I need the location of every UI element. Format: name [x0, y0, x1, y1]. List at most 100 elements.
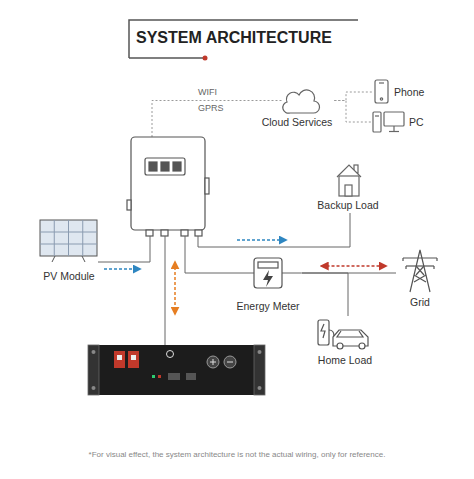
- device-label: Backup Load: [317, 199, 378, 211]
- battery: [131, 355, 136, 360]
- device-node: Home Load: [316, 316, 374, 366]
- flow-arrow: [322, 265, 386, 267]
- connector-line: [302, 273, 348, 316]
- pc-icon: [375, 115, 379, 116]
- home-load-icon: [359, 343, 365, 349]
- battery: [258, 350, 262, 354]
- pylon-icon: [406, 265, 434, 266]
- inverter: [161, 230, 168, 236]
- wire: [282, 273, 301, 274]
- device-node: Cloud Services: [260, 86, 335, 128]
- battery: [168, 373, 180, 380]
- pv-panel: [82, 256, 85, 262]
- battery: [92, 350, 96, 354]
- home-load-icon: [337, 331, 363, 337]
- inverter: [127, 137, 209, 236]
- device-label: Energy Meter: [236, 300, 299, 312]
- battery: [117, 355, 122, 360]
- energy-meter-icon: [254, 258, 282, 288]
- diagram-title: SYSTEM ARCHITECTURE: [136, 28, 332, 48]
- battery: [224, 356, 236, 368]
- device-node: Phone: [372, 80, 426, 104]
- home-load-icon: [321, 324, 325, 338]
- connector: [302, 273, 348, 316]
- pc-icon: [373, 112, 381, 132]
- connector: [334, 101, 371, 123]
- pc-icon: [393, 126, 394, 131]
- device-label: Grid: [410, 296, 430, 308]
- caption: *For visual effect, the system architect…: [89, 450, 386, 460]
- inverter: [195, 230, 202, 236]
- device-label: PV Module: [43, 270, 94, 282]
- phone-icon: [375, 80, 388, 103]
- pc-icon: [389, 131, 399, 132]
- inverter: [146, 230, 153, 236]
- battery: [92, 386, 96, 390]
- pv-panel: [40, 220, 97, 256]
- connector: [302, 266, 396, 273]
- home-load-icon: [337, 343, 343, 349]
- home-load-icon: [318, 320, 329, 345]
- home-load-icon: [329, 330, 334, 336]
- pv-panel: [40, 220, 97, 256]
- inverter: [127, 200, 131, 210]
- pylon-icon: [410, 250, 430, 292]
- energy-meter-icon: [254, 258, 282, 288]
- phone-icon: [375, 80, 388, 103]
- battery: [207, 356, 219, 368]
- battery: [88, 345, 265, 395]
- link-label: WIFI: [198, 87, 217, 98]
- energy-meter-icon: [263, 270, 273, 287]
- inverter: [145, 158, 185, 175]
- battery: [254, 345, 265, 395]
- battery: [152, 375, 155, 378]
- battery: [258, 386, 262, 390]
- inverter: [131, 137, 205, 230]
- inverter: [205, 178, 209, 194]
- pylon-icon: [403, 250, 437, 292]
- battery: [114, 351, 125, 368]
- flow-arrow: [104, 268, 140, 270]
- inverter: [173, 162, 181, 171]
- connector: [334, 92, 372, 101]
- house-icon: [345, 185, 352, 196]
- inverter: [149, 162, 157, 171]
- link-label: GPRS: [198, 103, 224, 114]
- battery: [128, 351, 139, 368]
- device-label: Cloud Services: [262, 116, 333, 128]
- inverter: [161, 162, 169, 171]
- pc-icon: [384, 112, 404, 126]
- connector-line: [334, 92, 372, 101]
- pv-cell-line: [82, 220, 83, 256]
- battery: [88, 345, 265, 395]
- wire: [98, 213, 350, 345]
- title-frame: [203, 56, 208, 61]
- device-label: Home Load: [318, 354, 372, 366]
- house-icon: [337, 165, 361, 196]
- battery: [167, 351, 174, 358]
- wire: [98, 236, 150, 262]
- wire: [185, 236, 254, 273]
- device-label: PC: [409, 116, 424, 128]
- flow-arrow: [174, 262, 176, 314]
- phone-icon: [379, 82, 384, 83]
- phone-icon: [380, 98, 382, 100]
- flow-arrow: [237, 239, 286, 241]
- device-node: Backup Load: [315, 160, 380, 211]
- house-icon: [339, 176, 359, 196]
- device-node: Energy Meter: [234, 256, 301, 312]
- title-frame: [129, 20, 358, 61]
- device-label: Phone: [394, 86, 424, 98]
- cloud-icon: [283, 90, 320, 113]
- inverter: [181, 230, 188, 236]
- connector-line: [334, 101, 371, 123]
- battery: [227, 362, 233, 363]
- pv-panel: [52, 256, 55, 262]
- battery: [88, 345, 99, 395]
- pylon-icon: [414, 266, 426, 282]
- home-load-icon: [318, 320, 368, 349]
